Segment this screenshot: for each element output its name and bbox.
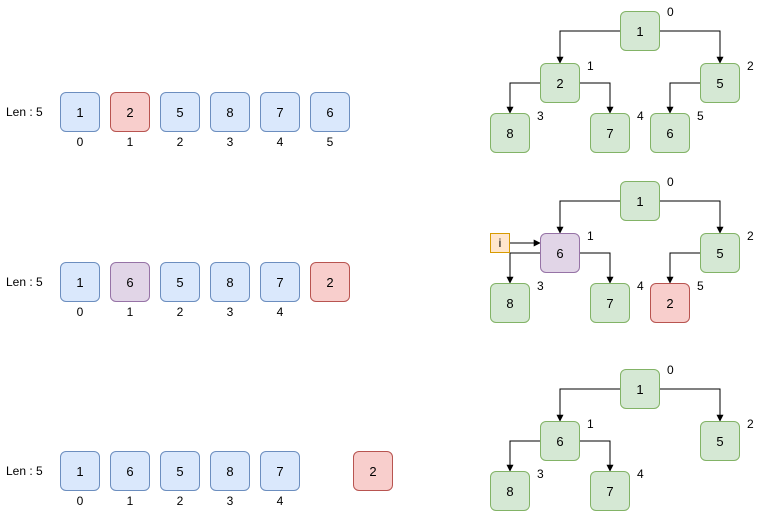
tree-edge: [556, 200, 620, 234]
tree-index-label: 1: [587, 229, 594, 243]
tree-index-label: 2: [747, 59, 754, 73]
array-cell: 5: [160, 451, 200, 491]
tree-index-label: 0: [667, 5, 674, 19]
array-cell: 1: [60, 92, 100, 132]
array-index-label: 2: [176, 305, 184, 319]
tree-edge: [506, 440, 540, 472]
tree-edge: [556, 30, 620, 64]
array-cell: 8: [210, 451, 250, 491]
array-cell: 7: [260, 451, 300, 491]
tree-edge: [506, 252, 540, 284]
array-cell: 2: [110, 92, 150, 132]
array-cell: 7: [260, 262, 300, 302]
tree-index-label: 3: [537, 109, 544, 123]
tree-index-label: 1: [587, 417, 594, 431]
array-cell: 6: [310, 92, 350, 132]
tree-edge: [660, 388, 724, 422]
len-label: Len : 5: [6, 464, 43, 478]
tree-index-label: 3: [537, 279, 544, 293]
array-index-label: 0: [76, 305, 84, 319]
tree-edge: [556, 388, 620, 422]
pointer-i-box: i: [490, 233, 510, 253]
tree-node: 1: [620, 369, 660, 409]
tree-edge: [580, 82, 614, 114]
array-cell: 1: [60, 262, 100, 302]
array-index-label: 2: [176, 494, 184, 508]
tree-index-label: 4: [637, 279, 644, 293]
array-index-label: 1: [126, 305, 134, 319]
array-cell: 5: [160, 92, 200, 132]
tree-node: 7: [590, 113, 630, 153]
array-index-label: 1: [126, 494, 134, 508]
array-index-label: 2: [176, 135, 184, 149]
tree-edge: [660, 30, 724, 64]
array-index-label: 4: [276, 494, 284, 508]
array-cell: 6: [110, 451, 150, 491]
tree-index-label: 2: [747, 229, 754, 243]
tree-node: 6: [650, 113, 690, 153]
tree-node: 8: [490, 471, 530, 511]
tree-edge: [506, 82, 540, 114]
tree-index-label: 1: [587, 59, 594, 73]
array-index-label: 3: [226, 135, 234, 149]
tree-node: 8: [490, 113, 530, 153]
tree-node: 1: [620, 11, 660, 51]
array-index-label: 5: [326, 135, 334, 149]
array-cell: 6: [110, 262, 150, 302]
array-index-label: 3: [226, 305, 234, 319]
tree-index-label: 4: [637, 109, 644, 123]
tree-index-label: 5: [697, 279, 704, 293]
tree-edge: [666, 82, 700, 114]
tree-index-label: 4: [637, 467, 644, 481]
tree-index-label: 2: [747, 417, 754, 431]
tree-node: 8: [490, 283, 530, 323]
array-index-label: 3: [226, 494, 234, 508]
tree-node: 1: [620, 181, 660, 221]
array-cell: 8: [210, 92, 250, 132]
array-index-label: 4: [276, 305, 284, 319]
array-cell: 5: [160, 262, 200, 302]
array-index-label: 0: [76, 494, 84, 508]
array-cell: 8: [210, 262, 250, 302]
tree-edge: [660, 200, 724, 234]
tree-node: 7: [590, 471, 630, 511]
array-cell: 1: [60, 451, 100, 491]
tree-index-label: 0: [667, 175, 674, 189]
tree-node: 6: [540, 233, 580, 273]
array-cell: 7: [260, 92, 300, 132]
array-index-label: 1: [126, 135, 134, 149]
array-index-label: 0: [76, 135, 84, 149]
tree-node: 5: [700, 421, 740, 461]
array-index-label: 4: [276, 135, 284, 149]
array-cell: 2: [310, 262, 350, 302]
tree-index-label: 3: [537, 467, 544, 481]
tree-index-label: 5: [697, 109, 704, 123]
tree-node: 5: [700, 233, 740, 273]
tree-edge: [666, 252, 700, 284]
tree-node: 2: [540, 63, 580, 103]
tree-edge: [580, 440, 614, 472]
tree-edge: [580, 252, 614, 284]
len-label: Len : 5: [6, 105, 43, 119]
tree-node: 7: [590, 283, 630, 323]
tree-node: 2: [650, 283, 690, 323]
removed-cell: 2: [353, 451, 393, 491]
tree-node: 6: [540, 421, 580, 461]
tree-index-label: 0: [667, 363, 674, 377]
tree-node: 5: [700, 63, 740, 103]
len-label: Len : 5: [6, 275, 43, 289]
